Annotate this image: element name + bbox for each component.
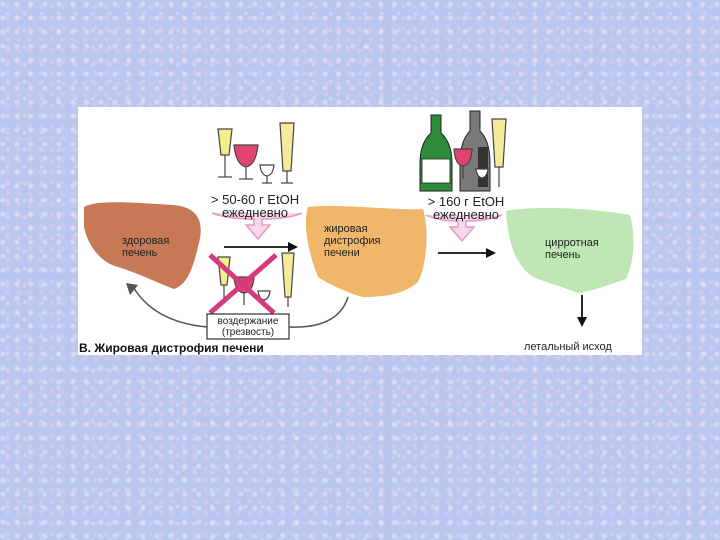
caption-letter: В.	[79, 341, 91, 355]
drinks-moderate-icon	[217, 122, 295, 184]
healthy-liver-shape	[84, 202, 201, 289]
dose-moderate-arrow	[211, 212, 303, 241]
diagram-graphics	[84, 110, 634, 340]
caption-text: Жировая дистрофия печени	[94, 341, 264, 355]
fatty-liver-shape	[305, 205, 427, 297]
figure-caption: В. Жировая дистрофия печени	[79, 341, 264, 355]
return-arrow	[131, 284, 349, 328]
outcome-label: летальный исход	[524, 341, 612, 353]
dose-high-arrow	[425, 214, 503, 243]
abstinence-label: воздержание(трезвость)	[217, 316, 279, 338]
cirrhotic-liver-shape	[506, 208, 634, 293]
drinks-high-icon	[419, 110, 507, 192]
abstinence-box	[206, 313, 290, 340]
drinks-crossed-icon	[208, 252, 295, 315]
